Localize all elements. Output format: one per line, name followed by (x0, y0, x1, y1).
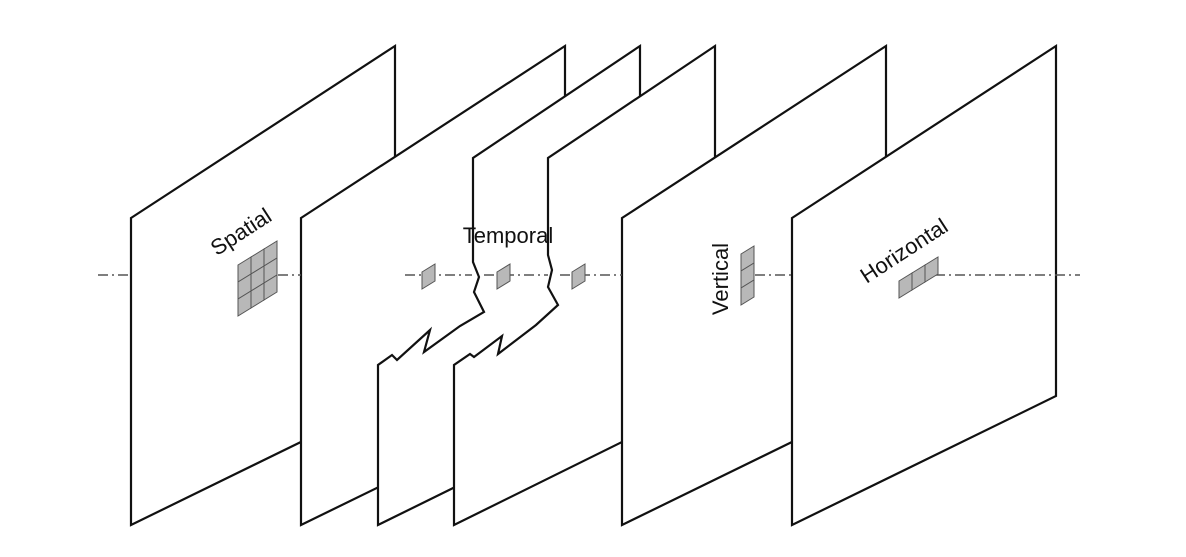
spatial-patch-cell (263, 274, 278, 301)
temporal-label: Temporal (463, 223, 553, 248)
vertical-label: Vertical (708, 243, 733, 315)
horizontal-patch (898, 256, 939, 299)
vertical-patch-cell (740, 279, 755, 306)
horizontal-patch-cell (924, 256, 939, 283)
temporal-patch-2 (496, 263, 511, 290)
spatial-patch (237, 240, 278, 317)
vertical-patch (740, 245, 755, 306)
temporal-patch-3 (571, 263, 586, 290)
temporal-patch-1 (421, 263, 436, 290)
horizontal-frame (790, 43, 1058, 527)
